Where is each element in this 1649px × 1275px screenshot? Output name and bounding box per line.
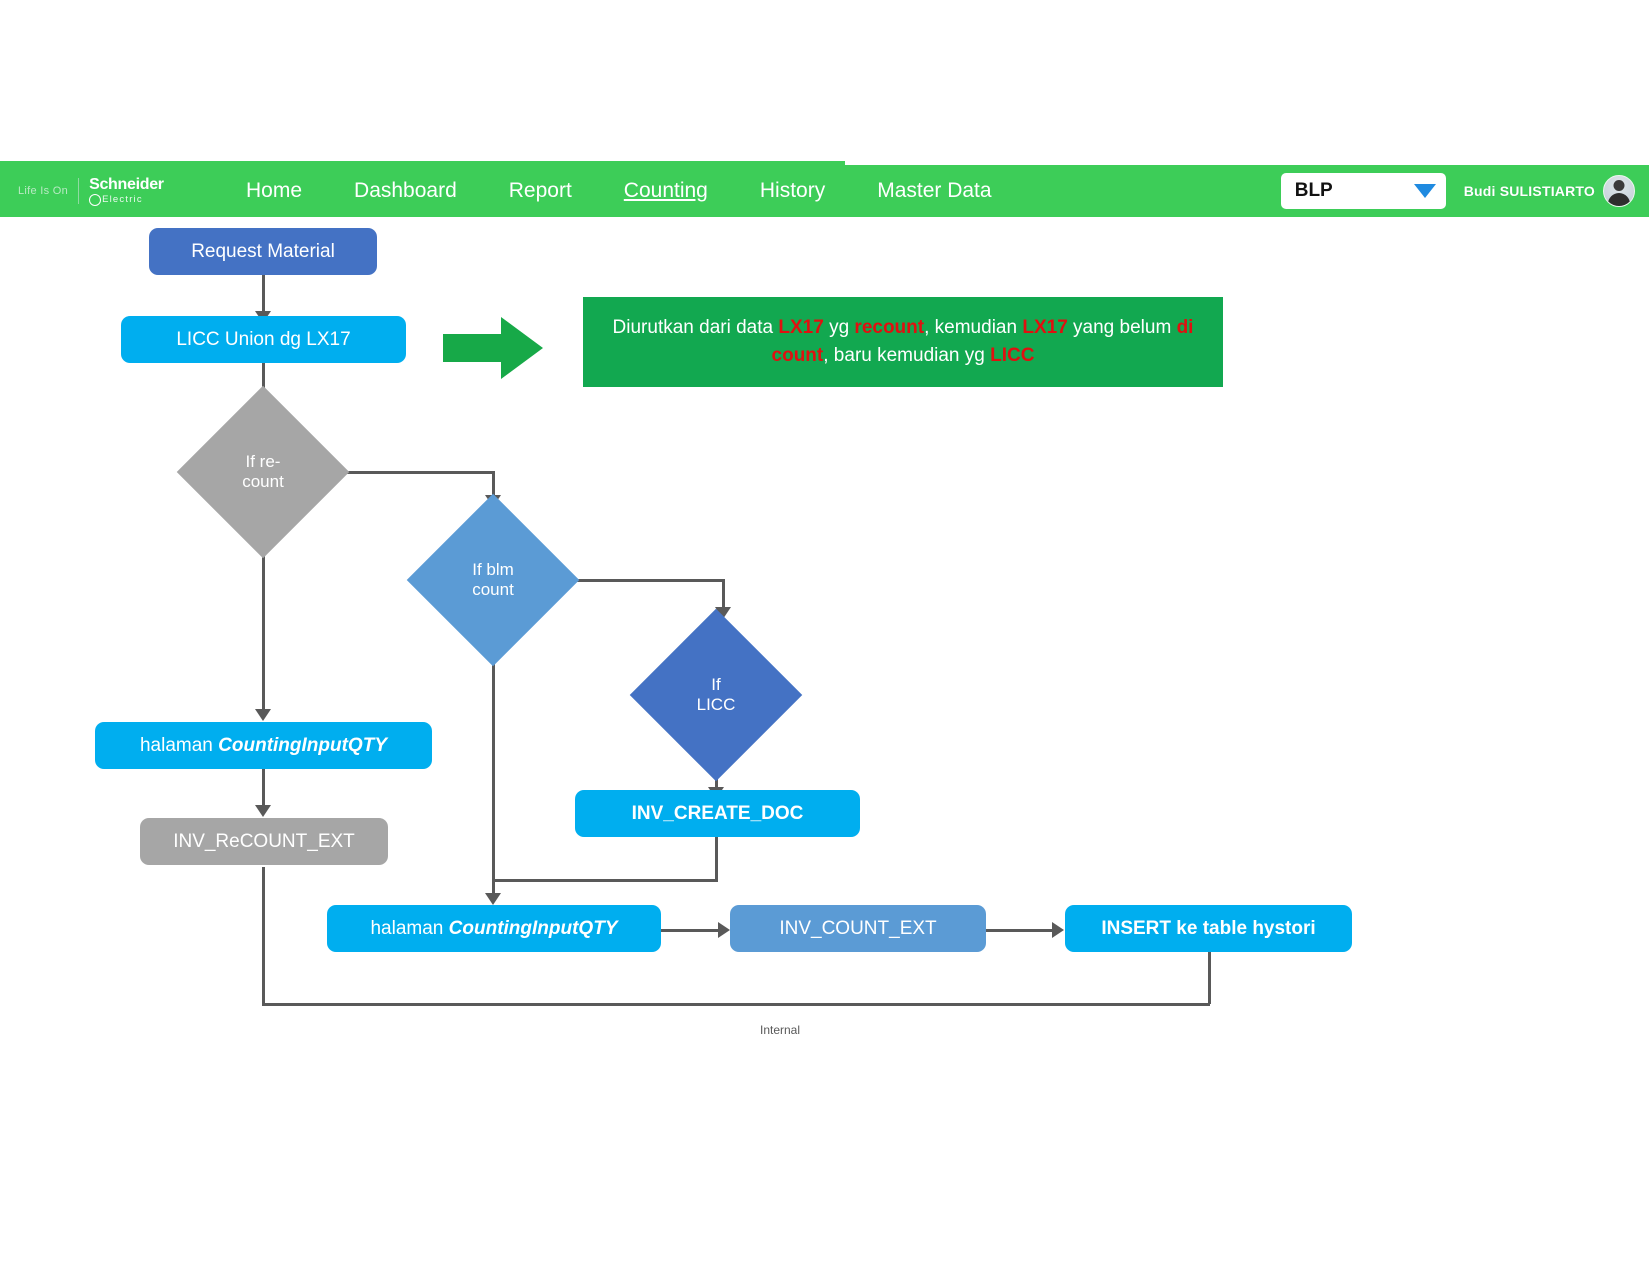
site-select-dropdown[interactable]: BLP [1280,173,1446,209]
note-text-5: , baru kemudian yg [823,345,991,366]
navbar-top-accent [0,161,845,165]
chevron-down-icon[interactable] [1413,184,1436,198]
arrowhead-blm-to-halaman-bottom [485,893,501,905]
node-inv-count-ext[interactable]: INV_COUNT_EXT [730,905,986,952]
note-highlight-licc: LICC [990,345,1035,366]
note-text-1: Diurutkan dari data [612,317,779,339]
connector-halamanleft-to-recountext [262,769,265,811]
decision-if-blm-count-line1: If blm [472,560,514,580]
decision-if-licc-line2: LICC [696,695,736,714]
halaman-left-strong: CountingInputQTY [218,734,387,756]
node-inv-create-doc-label: INV_CREATE_DOC [631,802,804,824]
arrowhead-recount-to-halaman-left [255,709,271,721]
decision-if-recount[interactable]: If re- count [176,385,350,559]
connector-recount-down-left [262,547,265,715]
arrowhead-halaman-to-countext [718,922,730,938]
decision-if-recount-line1: If re- [245,452,281,472]
connector-rail-up-to-insert [1208,934,1211,1004]
node-licc-union[interactable]: LICC Union dg LX17 [121,316,406,363]
avatar-head [1613,180,1625,191]
note-highlight-lx17-b: LX17 [1022,317,1068,339]
note-highlight-lx17-a: LX17 [778,317,824,339]
nav-item-master-data[interactable]: Master Data [877,179,992,202]
node-halaman-counting-bottom[interactable]: halaman CountingInputQTY [327,905,661,952]
brand-tagline: Life Is On [18,185,69,197]
connector-recount-down [492,471,495,499]
node-inv-recount-ext[interactable]: INV_ReCOUNT_EXT [140,818,388,865]
connector-recount-right [345,471,495,474]
site-select-value: BLP [1294,180,1333,201]
note-text-4: yang belum [1067,317,1177,339]
connector-blm-right [575,579,725,582]
arrowhead-countext-to-insert [1052,922,1064,938]
user-menu[interactable]: Budi SULISTIARTO [1464,175,1635,207]
connector-halaman-to-countext [661,929,724,932]
decision-if-recount-line2: count [242,472,284,491]
decision-if-licc-line1: If [711,675,721,695]
decision-if-licc-label: If LICC [697,675,736,714]
node-halaman-counting-bottom-label: halaman CountingInputQTY [370,918,617,940]
connector-createdoc-down [715,837,718,882]
arrowhead-halamanleft-to-recountext [255,805,271,817]
connector-blm-down-long [492,657,495,899]
connector-createdoc-left [492,879,718,882]
brand-sub: Electric [89,194,164,206]
decision-if-blm-count-label: If blm count [472,560,514,599]
navbar: Life Is On Schneider Electric Home Dashb… [0,165,1649,217]
note-text-2: yg [823,317,855,339]
nav-item-history[interactable]: History [759,179,826,202]
node-inv-recount-ext-label: INV_ReCOUNT_EXT [173,830,355,852]
connector-recountext-down [262,867,265,1005]
flowchart-canvas: Diurutkan dari data LX17 yg recount, kem… [0,217,1649,1275]
halaman-left-prefix: halaman [139,734,219,756]
footer-classification: Internal [760,1023,801,1037]
nav-links: Home Dashboard Report Counting History M… [220,179,1018,203]
decision-if-blm-count-line2: count [472,580,514,599]
node-request-material[interactable]: Request Material [149,228,377,275]
brand-name: Schneider [89,176,164,194]
decision-if-blm-count[interactable]: If blm count [406,493,580,667]
halaman-bottom-prefix: halaman [370,917,449,939]
user-name: Budi SULISTIARTO [1463,183,1595,199]
note-highlight-dicount: di count [771,317,1194,366]
node-halaman-counting-left[interactable]: halaman CountingInputQTY [95,722,432,769]
avatar[interactable] [1603,175,1635,207]
node-insert-history-label: INSERT ke table hystori [1101,917,1316,939]
halaman-bottom-strong: CountingInputQTY [448,917,618,939]
decision-if-recount-label: If re- count [242,452,284,491]
nav-item-dashboard[interactable]: Dashboard [354,179,457,202]
nav-item-counting[interactable]: Counting [623,179,708,202]
connector-request-to-licc [262,275,265,317]
brand-divider [78,178,80,204]
brand-logo: Life Is On Schneider Electric [18,176,198,206]
nav-item-report[interactable]: Report [508,179,572,202]
node-request-material-label: Request Material [191,240,335,262]
node-halaman-counting-left-label: halaman CountingInputQTY [140,735,387,757]
node-licc-union-label: LICC Union dg LX17 [176,328,351,350]
node-inv-count-ext-label: INV_COUNT_EXT [779,917,937,939]
node-inv-create-doc[interactable]: INV_CREATE_DOC [575,790,860,837]
navbar-right: BLP Budi SULISTIARTO [1280,165,1639,217]
nav-item-home[interactable]: Home [246,179,303,202]
note-text-3: , kemudian [924,317,1023,339]
connector-countext-to-insert [986,929,1056,932]
note-highlight-recount: recount [854,317,925,339]
decision-if-licc[interactable]: If LICC [629,608,803,782]
green-arrow-icon [443,317,543,379]
avatar-body [1608,193,1630,206]
connector-blm-down [722,579,725,611]
node-insert-history[interactable]: INSERT ke table hystori [1065,905,1352,952]
connector-bottom-rail [262,1003,1210,1006]
note-callout: Diurutkan dari data LX17 yg recount, kem… [583,297,1223,387]
